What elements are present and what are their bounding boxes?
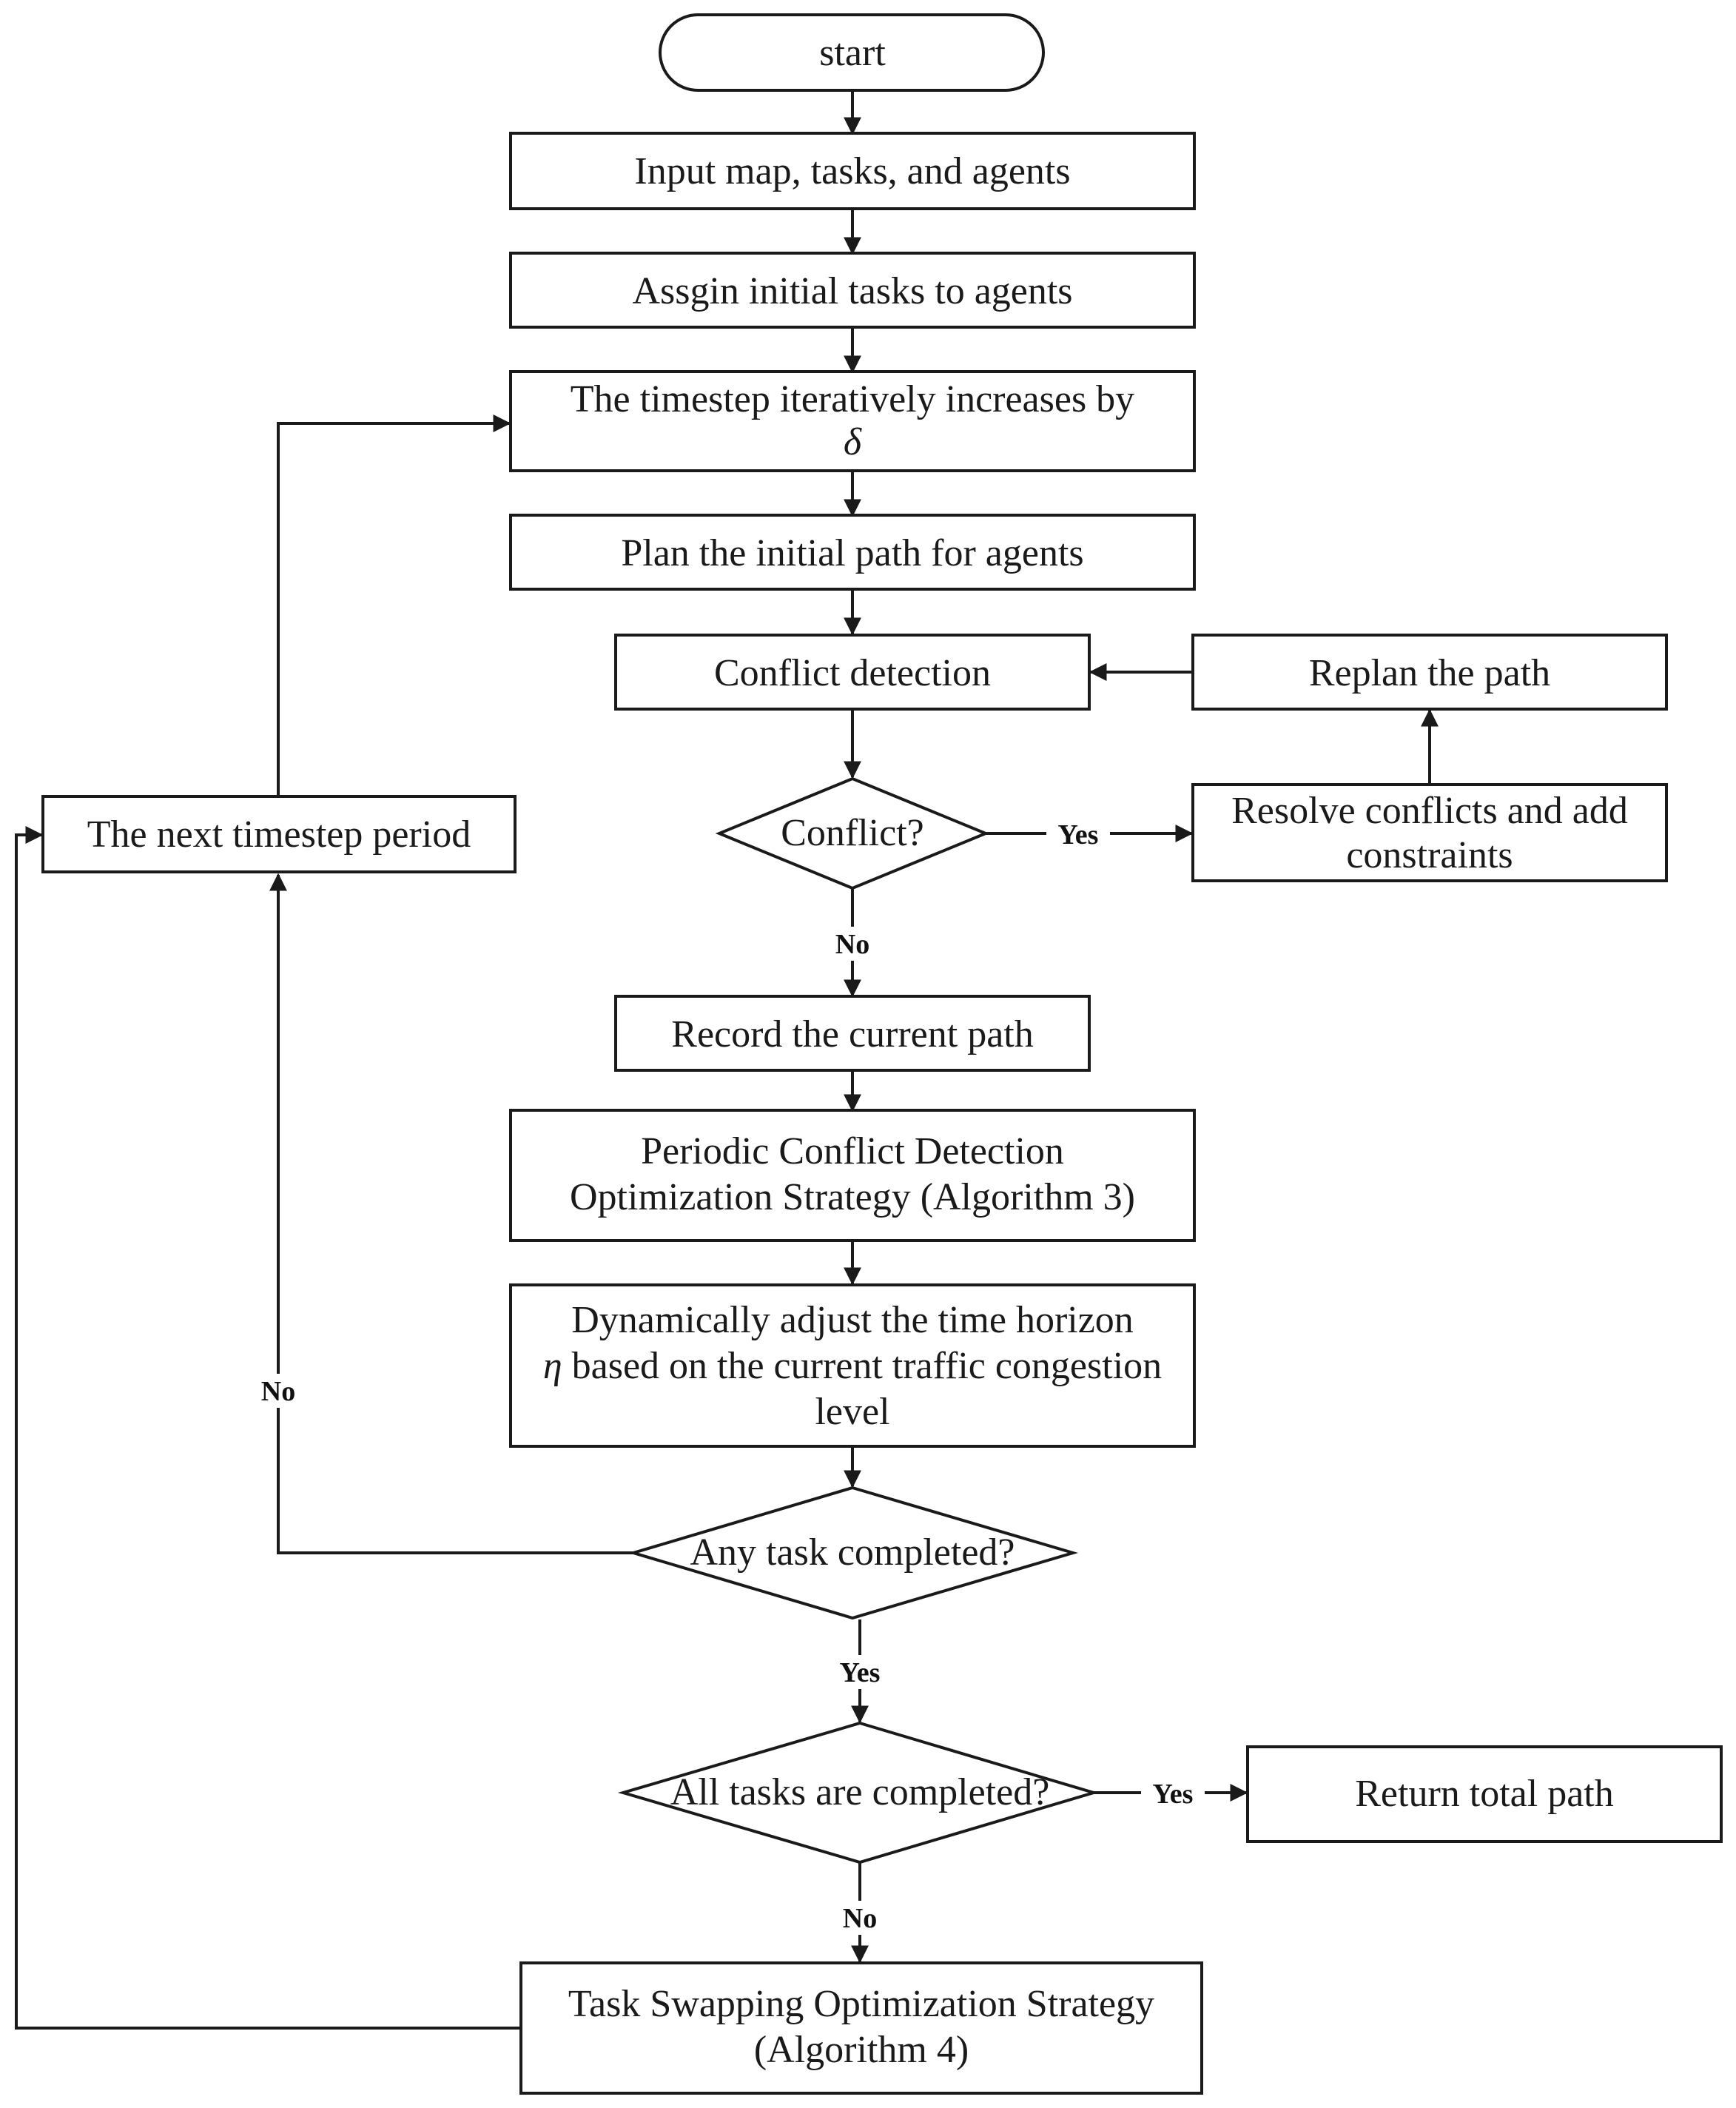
conflict-q-label: Conflict? xyxy=(781,812,924,854)
node-conflict-q: Conflict? xyxy=(715,776,990,890)
edge-label-bg xyxy=(1046,817,1110,851)
any-task-decision-diamond xyxy=(628,1486,1079,1620)
start-label: start xyxy=(819,32,886,74)
node-resolve: Resolve conflicts and add constraints xyxy=(1191,783,1668,882)
edge-label-conflict-yes: Yes xyxy=(1058,819,1099,850)
node-swap: Task Swapping Optimization Strategy (Alg… xyxy=(519,1961,1203,2095)
all-tasks-q-label: All tasks are completed? xyxy=(670,1771,1050,1813)
dynamic-label-line2: η based on the current traffic congestio… xyxy=(543,1345,1162,1387)
record-box xyxy=(614,995,1091,1072)
swap-box xyxy=(519,1961,1203,2095)
edge-label-bg xyxy=(829,1655,892,1689)
timestep-box xyxy=(509,370,1196,472)
all-tasks-decision-diamond xyxy=(617,1721,1100,1864)
timestep-label-line1: The timestep iteratively increases by xyxy=(571,378,1134,420)
conflict-detection-box xyxy=(614,634,1091,711)
node-all-tasks-q: All tasks are completed? xyxy=(617,1721,1100,1864)
arrow-next-period-to-timestep xyxy=(277,414,511,796)
edge-label-any-task-no: No xyxy=(261,1376,295,1407)
node-timestep: The timestep iteratively increases by δ xyxy=(509,370,1196,472)
timestep-label-line2: δ xyxy=(844,421,862,463)
replan-label: Replan the path xyxy=(1309,652,1550,694)
node-assign: Assgin initial tasks to agents xyxy=(509,252,1196,329)
periodic-label-line1: Periodic Conflict Detection xyxy=(641,1130,1064,1172)
next-period-label: The next timestep period xyxy=(87,813,471,856)
resolve-label-line1: Resolve conflicts and add xyxy=(1231,790,1628,832)
node-next-period: The next timestep period xyxy=(41,795,517,873)
replan-box xyxy=(1191,634,1668,711)
edge-label-bg xyxy=(826,927,879,961)
swap-label-line2: (Algorithm 4) xyxy=(754,2029,969,2071)
node-periodic: Periodic Conflict Detection Optimization… xyxy=(509,1109,1196,1242)
assign-label: Assgin initial tasks to agents xyxy=(632,270,1072,312)
dynamic-label-line2-rest: based on the current traffic congestion xyxy=(562,1345,1163,1387)
eta-symbol: η xyxy=(543,1345,562,1387)
edge-labels: Yes No No Yes Yes No xyxy=(252,817,1205,1935)
periodic-label-line2: Optimization Strategy (Algorithm 3) xyxy=(570,1176,1135,1218)
record-label: Record the current path xyxy=(671,1013,1033,1055)
conflict-decision-diamond xyxy=(715,776,990,890)
node-dynamic: Dynamically adjust the time horizon η ba… xyxy=(509,1283,1196,1448)
assign-box xyxy=(509,252,1196,329)
plan-box xyxy=(509,514,1196,591)
edge-label-all-tasks-no: No xyxy=(843,1903,877,1934)
node-return-total: Return total path xyxy=(1246,1745,1723,1843)
edge-label-bg xyxy=(1141,1776,1205,1810)
arrow-swap-to-next-period xyxy=(15,826,522,2030)
node-replan: Replan the path xyxy=(1191,634,1668,711)
dynamic-label-line3: level xyxy=(815,1391,889,1433)
edge-label-any-task-yes: Yes xyxy=(840,1657,881,1688)
swap-label-line1: Task Swapping Optimization Strategy xyxy=(568,1983,1154,2025)
edge-label-bg xyxy=(833,1901,886,1935)
edge-label-bg xyxy=(252,1374,305,1408)
node-plan: Plan the initial path for agents xyxy=(509,514,1196,591)
input-box xyxy=(509,132,1196,210)
plan-label: Plan the initial path for agents xyxy=(621,532,1083,574)
any-task-q-label: Any task completed? xyxy=(690,1531,1015,1574)
node-input: Input map, tasks, and agents xyxy=(509,132,1196,210)
node-record: Record the current path xyxy=(614,995,1091,1072)
dynamic-label-line1: Dynamically adjust the time horizon xyxy=(571,1299,1134,1341)
conflict-detection-label: Conflict detection xyxy=(714,652,991,694)
return-total-box xyxy=(1246,1745,1723,1843)
input-label: Input map, tasks, and agents xyxy=(634,150,1070,192)
node-any-task-q: Any task completed? xyxy=(628,1486,1079,1620)
edge-label-all-tasks-yes: Yes xyxy=(1153,1779,1194,1810)
periodic-box xyxy=(509,1109,1196,1242)
arrow-any-task-no-to-next-period xyxy=(269,873,633,1554)
start-terminal xyxy=(659,13,1045,92)
next-period-box xyxy=(41,795,517,873)
return-total-label: Return total path xyxy=(1355,1773,1613,1815)
node-conflict-detection: Conflict detection xyxy=(614,634,1091,711)
edge-label-conflict-no: No xyxy=(835,929,869,960)
dynamic-box xyxy=(509,1283,1196,1448)
node-start: start xyxy=(659,13,1045,92)
resolve-label-line2: constraints xyxy=(1346,834,1513,876)
resolve-box xyxy=(1191,783,1668,882)
